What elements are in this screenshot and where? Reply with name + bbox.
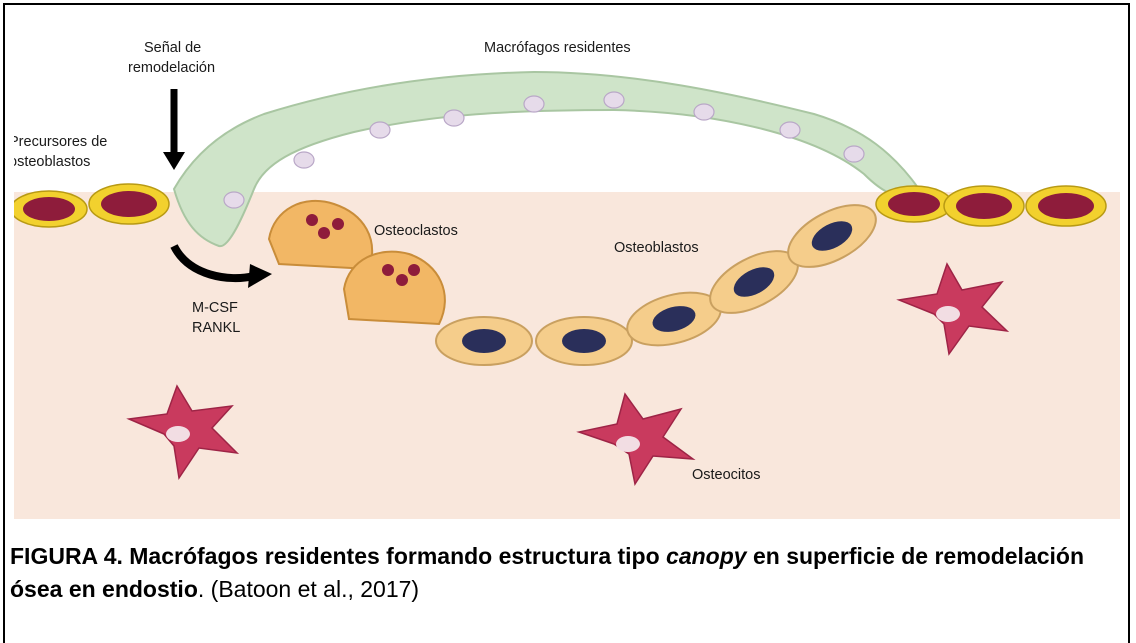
signal-label-line1: Señal de — [144, 40, 201, 56]
macrophage-nucleus — [524, 96, 544, 112]
figure-caption: FIGURA 4. Macrófagos residentes formando… — [10, 540, 1125, 606]
macrophage-nucleus — [444, 110, 464, 126]
precursors-label-line2: osteoblastos — [14, 154, 90, 170]
osteoblast-precursors-right — [876, 186, 1106, 226]
factor-label-line2: RANKL — [192, 320, 240, 336]
macrophage-nucleus — [844, 146, 864, 162]
precursors-label-line1: Precursores de — [14, 134, 107, 150]
caption-italic: canopy — [666, 543, 747, 569]
osteocytes-label: Osteocitos — [692, 467, 761, 483]
factor-label-line1: M-CSF — [192, 300, 238, 316]
osteoblasts-label: Osteoblastos — [614, 240, 699, 256]
macrophage-nucleus — [780, 122, 800, 138]
macrophage-nucleus — [694, 104, 714, 120]
macrophage-nucleus — [224, 192, 244, 208]
caption-bold-a: FIGURA 4. Macrófagos residentes formando… — [10, 543, 666, 569]
macrophage-nucleus — [294, 152, 314, 168]
macrophage-nucleus — [604, 92, 624, 108]
caption-citation: . (Batoon et al., 2017) — [198, 576, 419, 602]
macrophages-label: Macrófagos residentes — [484, 40, 631, 56]
bone-remodeling-diagram: Señal de remodelación Macrófagos residen… — [14, 14, 1120, 519]
signal-arrow — [163, 89, 185, 170]
signal-label-line2: remodelación — [128, 60, 215, 76]
osteoclasts-label: Osteoclastos — [374, 223, 458, 239]
macrophage-nucleus — [370, 122, 390, 138]
